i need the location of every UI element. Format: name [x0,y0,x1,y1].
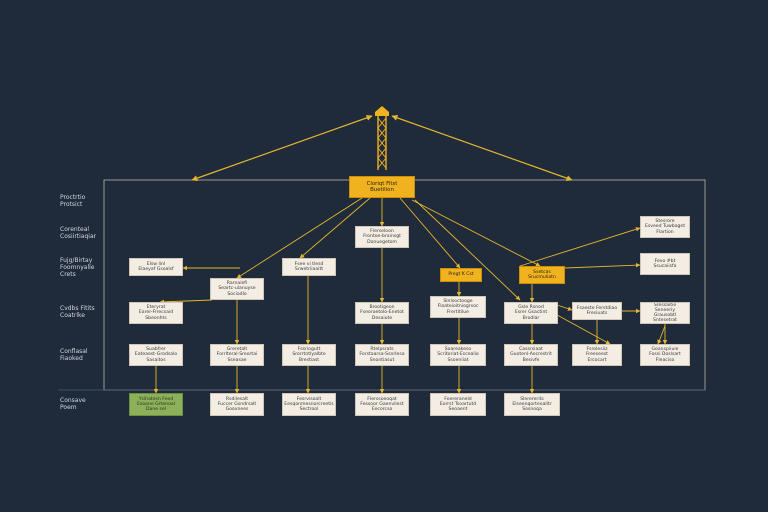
node-r2a[interactable]: Flerseloon Frontoe-brainsgt Donuegetom [355,226,409,248]
row-label-2: Corenteal Cosiirtiaqiar [60,226,97,240]
node-r4c[interactable]: Slnlsoctooge Floateioitniogrsoc Frertiti… [430,296,486,318]
edge-group [153,197,668,394]
connector-arrow-3 [236,197,363,279]
root-node[interactable]: Cloriqt Fitst Buetilion [349,176,415,198]
connector-arrow-8 [414,199,521,301]
connector-arrow-7 [564,262,641,269]
tower-icon [375,106,389,170]
row-label-3: Fujg/Birtay Foomnyalle Crets [60,257,95,278]
node-r5f[interactable]: Cassrsiaat Guotenl-Aocrestrit Besivfe [504,344,558,366]
node-r5e[interactable]: Soareakeso Scritoriat-Escealio Ssoeniiat [430,344,486,366]
node-r5d[interactable]: Rtelpsrats Forstaarsa-Ssnrlesa Snontiasu… [355,344,409,366]
node-r5g[interactable]: Fsrolesiiz Freeseest Ercocart [572,344,622,366]
node-r5b[interactable]: Greretalt Forrlteral-Sreortai Sseasae [210,344,264,366]
connector-arrow-24 [657,325,666,345]
node-r3a[interactable]: Elsw linl Elaeyaf Gsoalsf [129,258,183,276]
connector-arrow-2 [299,197,371,259]
node-r6b[interactable]: Rsdilesalt Fuccer Gsndrsalt Goovnees [210,393,264,416]
node-r4a[interactable]: Eteryrat Earer-Frrecsaid Sbeonhts [129,302,183,324]
connector-arrow-4 [399,197,461,269]
node-r4e[interactable]: Fsaeste Ferstdiao Fresiuats [572,302,622,320]
node-r6c[interactable]: Fesrvisoalt Eesqonmesnorcreetis Sectrool [282,393,336,416]
node-r3e[interactable]: Ssetcas Srucmuliatn [519,266,565,284]
row-label-5: Conflasal Fiaoked [60,348,88,362]
row-label-4: Cvdbs Fitits Coatrlke [60,305,95,319]
node-r6f[interactable]: Slerererits Elseenqorteoalitr Sosnoqa [504,393,560,416]
connector-arrow-23 [547,309,611,345]
node-r4f[interactable]: Sressaitie Seneeriy Grausobtl Sntesetrat [640,302,690,324]
node-r3b[interactable]: Rarnaiefi Seartc-ulanuyse Sociadlo [210,278,264,300]
row-label-1: Proctrtio Protsict [60,194,86,208]
node-r5c[interactable]: Fssriogutt Srorrtntlyalbte Brestiast [282,344,336,366]
row-label-6: Consave Poem [60,397,86,411]
node-r3d[interactable]: Pregt K Cst [440,268,482,282]
node-r3f[interactable]: Fevo #bt Ssucaiisfa [640,253,690,275]
node-r6d[interactable]: Flerssoeoqat Fessoor Gaenvilest Eecorcso [355,393,409,416]
node-r6a[interactable]: Ysihatesn Feed Esoone Grtenoal Dane sel [129,393,183,416]
connector-arrow-5 [411,199,541,267]
node-r5h[interactable]: Goanspiiuie Fossi Doslsart Fleaciso [640,344,690,366]
connector-arrow-11 [159,299,213,305]
node-r4d[interactable]: Gsle Rsnod Esrer Gsactint Brodlar [504,302,558,324]
node-r2b[interactable]: Stesrore Esveed Tuwbaget Flartion [640,216,690,238]
node-r3c[interactable]: Fsee vi tlesd Srwetriiaaitt [282,258,336,276]
node-r6e[interactable]: Foereraneld Eorrst Tsoartutd Seoaent [430,393,486,416]
node-r5a[interactable]: Suabfrer Eateaest-Grodsalo Sasaitos [129,344,183,366]
connector-arrow-6 [519,227,641,267]
node-r4b[interactable]: Brootigeon Fseoraetolo-Enetot Desaiute [355,302,409,324]
antenna-link-left [191,114,373,182]
antenna-link-right [391,114,573,182]
